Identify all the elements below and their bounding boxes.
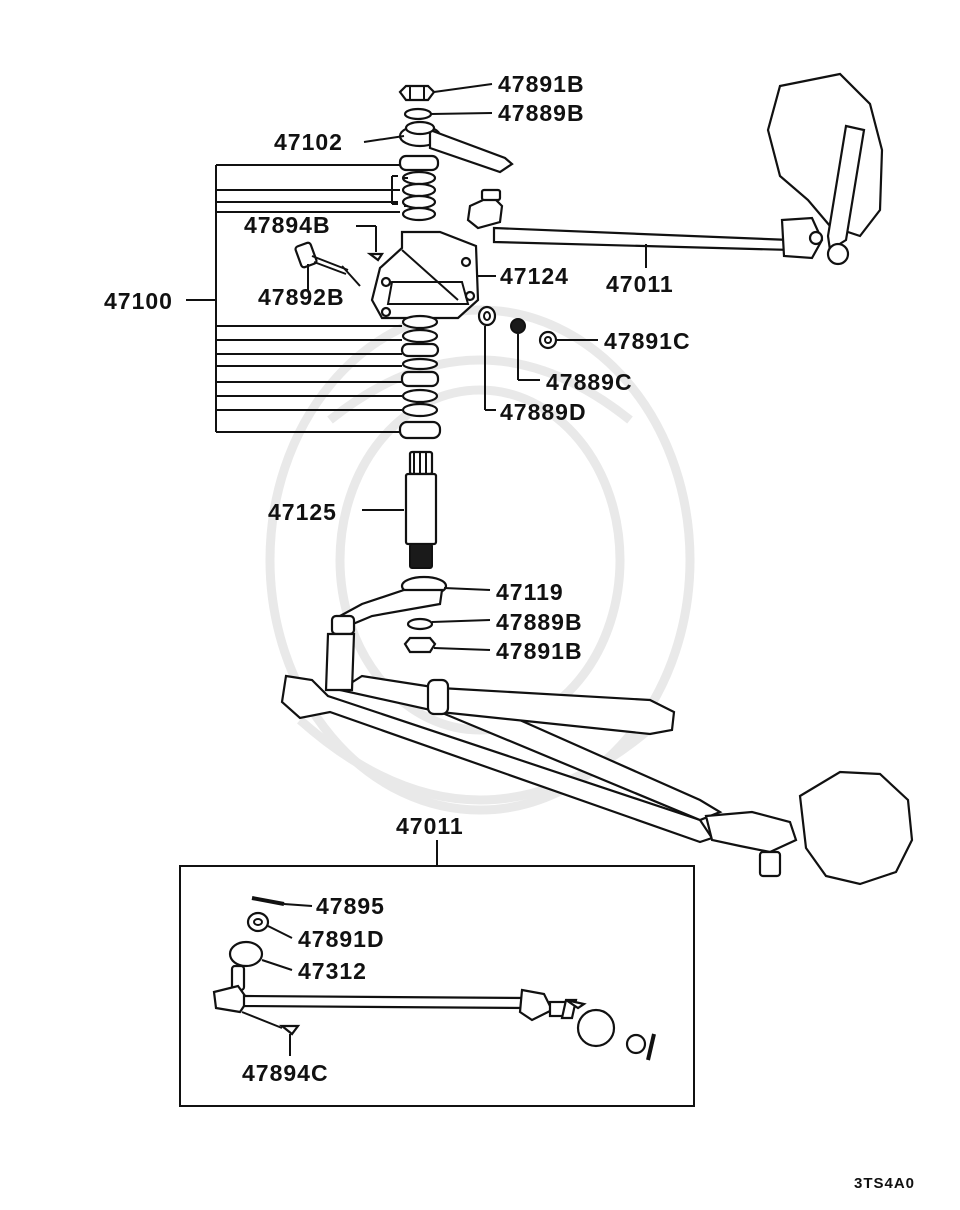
- washer-47889D: [477, 305, 497, 327]
- label-47011-box: 47011: [396, 813, 464, 839]
- label-47124: 47124: [500, 263, 569, 289]
- washer-47889B-bottom: [406, 617, 434, 631]
- bolt-47892B: [294, 241, 349, 275]
- knuckle-lower-right: [798, 770, 914, 886]
- shaft-47125: [404, 450, 438, 569]
- label-47894C: 47894C: [242, 1060, 329, 1086]
- idler-arm-bracket-47124: [370, 230, 480, 320]
- part-labels: 47891B 47889B 47102 47894B 47124 47011 4…: [104, 71, 915, 1192]
- label-47100: 47100: [104, 288, 173, 314]
- label-47892B: 47892B: [258, 284, 345, 310]
- label-47889C: 47889C: [546, 369, 633, 395]
- pin-47894B: [366, 252, 385, 262]
- steering-linkage-lower: [280, 632, 798, 878]
- pitman-arm-47119: [330, 575, 448, 636]
- label-47102: 47102: [274, 129, 343, 155]
- label-47891B-bottom: 47891B: [496, 638, 583, 664]
- subassembly-box-47011: [179, 865, 695, 1107]
- label-47889B-bottom: 47889B: [496, 609, 583, 635]
- label-47889B-top: 47889B: [498, 100, 585, 126]
- label-47119: 47119: [496, 579, 564, 605]
- label-47312: 47312: [298, 958, 367, 984]
- label-47891D: 47891D: [298, 926, 385, 952]
- label-47891B-top: 47891B: [498, 71, 585, 97]
- leader-lines: [186, 83, 647, 866]
- label-47891C: 47891C: [604, 328, 691, 354]
- knuckle-upper-right: [766, 72, 884, 266]
- washer-47889C: [510, 318, 526, 334]
- upper-bushing-stack: [398, 154, 440, 222]
- label-47889D: 47889D: [500, 399, 587, 425]
- label-47125: 47125: [268, 499, 337, 525]
- label-47894B: 47894B: [244, 212, 331, 238]
- nut-47891B-top: [398, 84, 436, 102]
- figure-code: 3TS4A0: [854, 1175, 915, 1192]
- washer-47889B-top: [403, 107, 433, 121]
- nut-47891C: [538, 330, 558, 350]
- idler-arm-47102: [398, 120, 514, 174]
- lower-bushing-stack: [398, 314, 442, 440]
- relay-rod-upper: [466, 188, 824, 260]
- nut-47891B-bottom: [403, 636, 437, 654]
- label-47895: 47895: [316, 893, 385, 919]
- label-47011-top: 47011: [606, 271, 674, 297]
